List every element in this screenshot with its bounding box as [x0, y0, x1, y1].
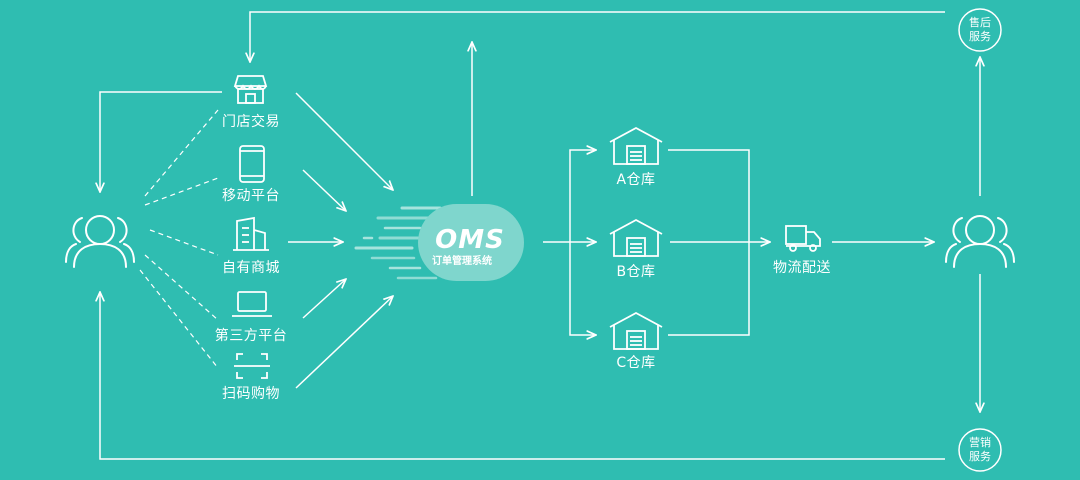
warehouse-a-icon [609, 126, 663, 165]
channel-label-scan: 扫码购物 [222, 386, 280, 402]
channel-to-oms-arrows [288, 92, 393, 389]
feedback-loop-top [250, 11, 945, 62]
speed-streaks [354, 206, 442, 280]
oms-title: OMS [435, 225, 505, 255]
channel-label-mobile: 移动平台 [222, 188, 280, 204]
delivery-truck-icon [785, 225, 821, 252]
qr-scan-icon [234, 353, 270, 379]
marketing-line2: 服务 [969, 450, 991, 463]
channel-label-store: 门店交易 [222, 114, 280, 130]
warehouse-b-icon [609, 218, 663, 257]
warehouse-c-icon [609, 311, 663, 350]
feedback-loop-bottom [100, 292, 945, 460]
marketing-line1: 营销 [969, 436, 991, 449]
customer-left-icon [65, 215, 135, 268]
oms-to-warehouse-arrows [543, 150, 596, 335]
laptop-icon [232, 291, 272, 317]
after-sales-line1: 售后 [969, 16, 991, 29]
warehouse-b-label: B仓库 [616, 264, 656, 280]
mobile-phone-icon [239, 145, 265, 183]
customer-channel-dashes [139, 109, 219, 369]
channel-label-own-mall: 自有商城 [222, 260, 280, 276]
channel-label-third-party: 第三方平台 [214, 328, 288, 344]
marketing-label: 营销 服务 [960, 436, 1000, 464]
oms-subtitle: 订单管理系统 [432, 256, 492, 267]
warehouse-to-logistics-arrows [668, 149, 770, 336]
logistics-label: 物流配送 [773, 260, 831, 276]
customer-right-icon [945, 215, 1015, 268]
after-sales-line2: 服务 [969, 30, 991, 43]
storefront-icon [233, 75, 268, 104]
left-loop-connector [100, 91, 222, 192]
after-sales-service-node [958, 8, 1002, 52]
after-sales-label: 售后 服务 [960, 16, 1000, 44]
warehouse-a-label: A仓库 [616, 172, 656, 188]
building-icon [233, 216, 269, 251]
warehouse-c-label: C仓库 [616, 355, 656, 371]
marketing-service-node [958, 428, 1002, 472]
oms-core-node [354, 204, 524, 281]
